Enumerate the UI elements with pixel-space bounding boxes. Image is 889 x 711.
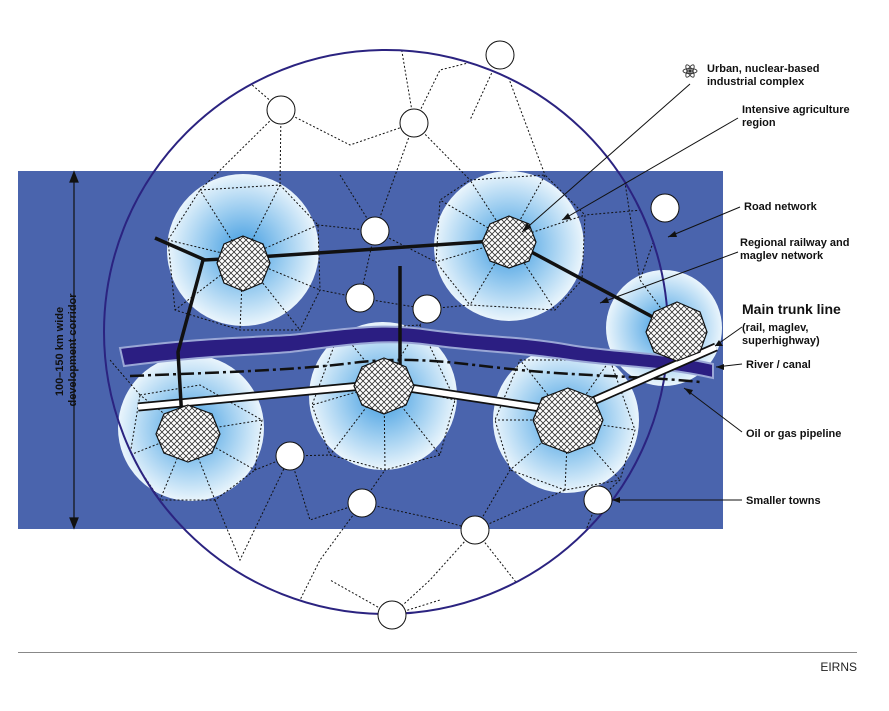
smaller-town	[399, 108, 429, 138]
smaller-town	[460, 515, 490, 545]
legend-pipeline-label: Oil or gas pipeline	[746, 428, 841, 440]
legend-agriculture-label: Intensive agriculture region	[742, 104, 853, 129]
footer-rule	[18, 652, 857, 653]
smaller-town	[360, 216, 390, 246]
river-canal	[118, 325, 714, 380]
legend-arrowheads	[522, 213, 724, 503]
legend-road-label: Road network	[744, 201, 818, 213]
urban-complex	[216, 235, 271, 292]
legend-river-label: River / canal	[746, 359, 811, 371]
urban-complex	[481, 215, 537, 269]
corridor-label: 100–150 km wide development corridor	[54, 293, 79, 407]
smaller-town	[347, 488, 377, 518]
urban-complex	[155, 404, 221, 463]
smaller-town	[266, 95, 296, 125]
legend-towns-label: Smaller towns	[746, 495, 821, 507]
urban-complexes	[155, 215, 708, 463]
oil-gas-pipeline	[129, 358, 701, 384]
legend-leaders	[521, 83, 743, 501]
credit-label: EIRNS	[820, 660, 857, 674]
smaller-town	[412, 294, 442, 324]
smaller-towns	[266, 40, 680, 630]
smaller-town	[583, 485, 613, 515]
legend-railway-label: Regional railway and maglev network	[740, 237, 852, 262]
urban-complex	[353, 357, 415, 415]
smaller-town	[377, 600, 407, 630]
smaller-town	[650, 193, 680, 223]
corridor-width-arrow	[69, 170, 79, 530]
atom-icon	[682, 64, 698, 78]
smaller-town	[275, 441, 305, 471]
urban-complex	[532, 387, 604, 454]
smaller-town	[485, 40, 515, 70]
urban-complex	[645, 301, 708, 362]
main-trunk-line	[137, 342, 718, 417]
legend-trunk-title: Main trunk line	[742, 301, 841, 317]
legend-urban-label: Urban, nuclear-based industrial complex	[707, 63, 823, 88]
smaller-town	[345, 283, 375, 313]
legend-trunk-sub: (rail, maglev, superhighway)	[742, 322, 820, 347]
